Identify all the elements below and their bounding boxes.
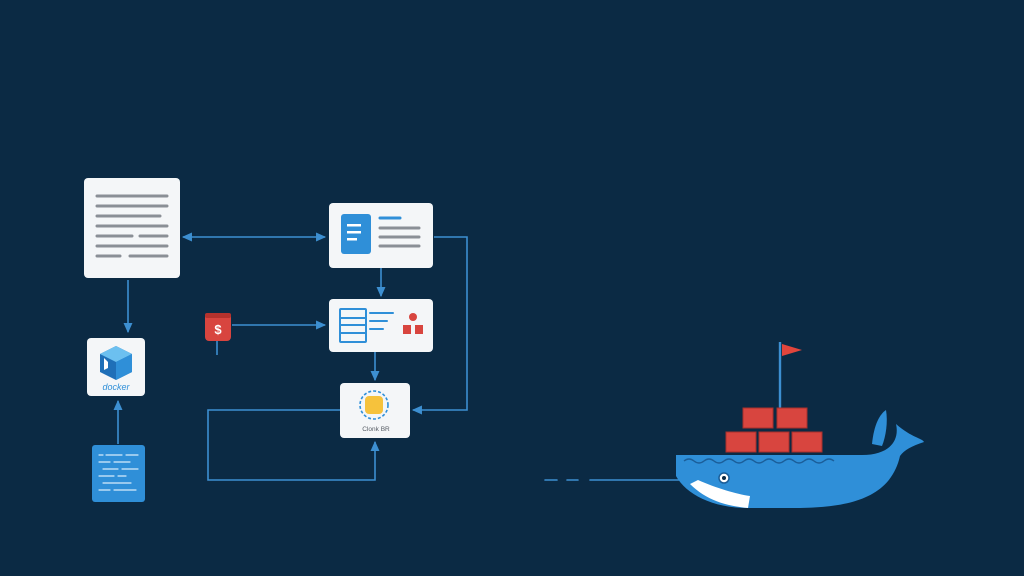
docker-cube-icon — [100, 346, 132, 380]
whale-body — [676, 424, 924, 508]
whale-waves — [683, 458, 835, 464]
storage-text-lines — [369, 312, 394, 330]
docker-logo-card[interactable]: docker — [87, 338, 145, 396]
flag — [782, 344, 802, 356]
dollar-tag-icon: $ — [214, 322, 222, 337]
docker-logo-label: docker — [102, 382, 130, 392]
database-list-icon — [339, 308, 367, 343]
user-group-icon — [403, 313, 423, 334]
docker-whale-ship-icon — [544, 342, 924, 508]
connector-registry-feedback-loop — [207, 409, 380, 481]
package-tag[interactable]: $ — [205, 313, 231, 341]
whale-belly — [690, 480, 750, 508]
config-file-card[interactable] — [92, 445, 145, 502]
registry-card[interactable]: Clonk BR — [340, 383, 410, 438]
connector-service-registry-loop — [411, 236, 468, 415]
whale-tail — [872, 410, 887, 446]
registry-label: Clonk BR — [362, 426, 390, 433]
service-text-lines — [378, 216, 421, 248]
storage-card[interactable] — [329, 299, 433, 352]
document-card[interactable] — [84, 178, 180, 278]
shipping-containers — [725, 407, 823, 453]
connectors — [113, 232, 468, 481]
document-lines-icon — [95, 194, 169, 258]
file-card-icon — [341, 214, 371, 254]
registry-hub-icon — [359, 390, 389, 420]
service-card[interactable] — [329, 203, 433, 268]
code-file-icon — [98, 454, 139, 491]
